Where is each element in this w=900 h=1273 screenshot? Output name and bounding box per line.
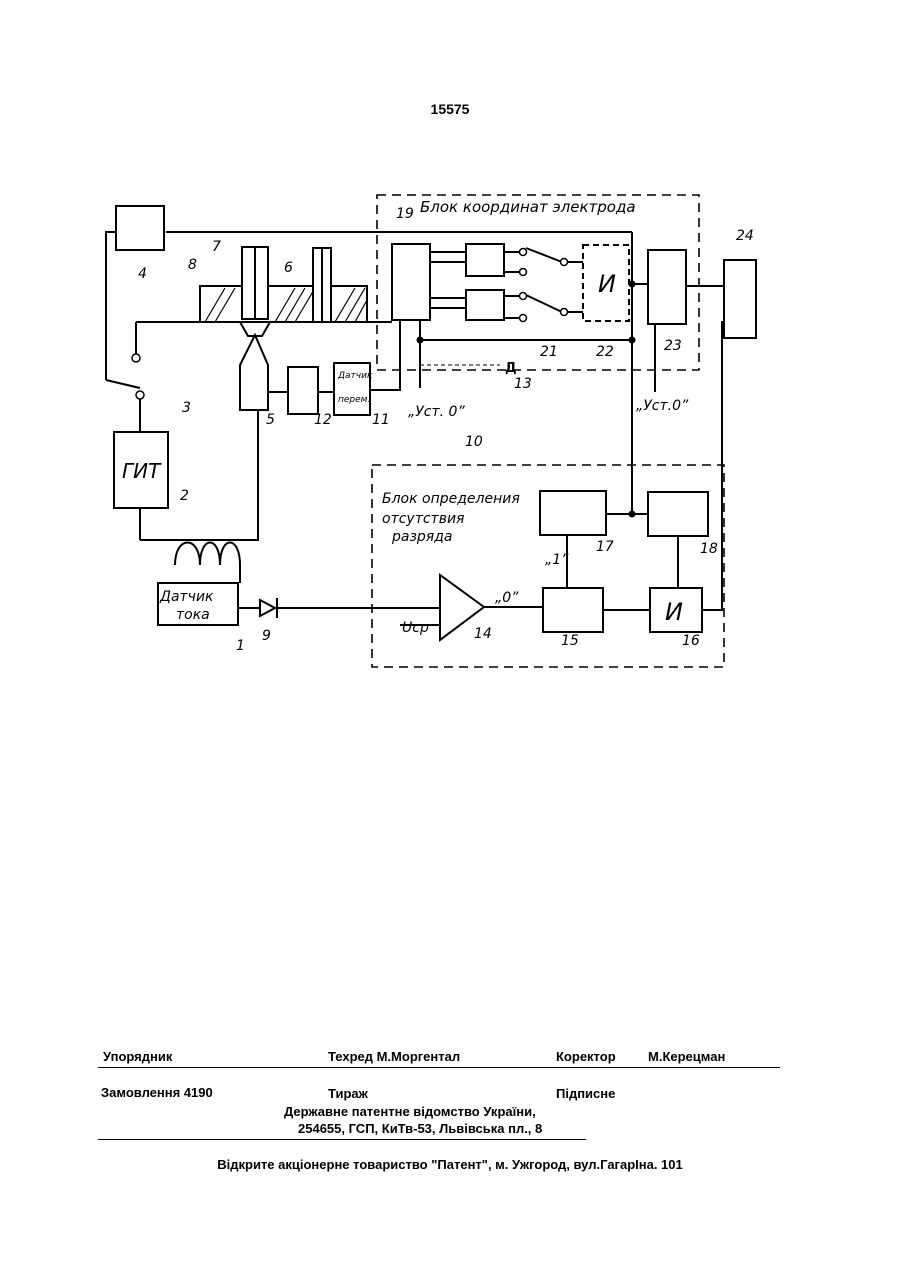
- svg-text:14: 14: [474, 626, 492, 642]
- coord-block-title: Блок координат электрода: [420, 198, 636, 216]
- reset-label-2: „Уст.0”: [636, 398, 689, 414]
- svg-text:6: 6: [284, 260, 293, 276]
- svg-text:21: 21: [540, 344, 558, 360]
- svg-text:24: 24: [736, 228, 754, 244]
- discharge-title-2: отсутствия: [382, 511, 464, 527]
- svg-text:18: 18: [700, 541, 718, 557]
- coord-block-frame: [377, 195, 699, 370]
- ucp-label: Uср: [402, 620, 429, 636]
- block-24: [724, 260, 756, 338]
- current-sensor-label-1: Датчик: [159, 589, 214, 605]
- subscription: Підписне: [556, 1086, 615, 1101]
- and-22-label: И: [598, 270, 616, 298]
- block-12: [288, 367, 318, 414]
- footer-rule-1: [98, 1067, 780, 1068]
- svg-text:13: 13: [514, 376, 532, 392]
- compiler: Упорядник: [103, 1049, 172, 1064]
- block-23: [648, 250, 686, 324]
- svg-text:11: 11: [372, 412, 390, 428]
- circulation: Тираж: [328, 1086, 368, 1101]
- block-17: [540, 491, 606, 535]
- svg-text:5: 5: [266, 412, 275, 428]
- zero-label: „0”: [495, 590, 519, 606]
- svg-text:9: 9: [262, 628, 271, 644]
- svg-text:1: 1: [236, 638, 245, 654]
- footer-rule-2: [98, 1139, 586, 1140]
- svg-text:3: 3: [182, 400, 191, 416]
- printer: Відкрите акціонерне товариство "Патент",…: [0, 1157, 900, 1172]
- techred: Техред М.Моргентал: [328, 1049, 460, 1064]
- block-4: [116, 206, 164, 250]
- order: Замовлення 4190: [101, 1085, 213, 1100]
- d-label: Д: [505, 361, 517, 376]
- svg-text:17: 17: [596, 539, 614, 555]
- svg-text:19: 19: [396, 206, 414, 222]
- svg-text:10: 10: [465, 434, 483, 450]
- block-18: [648, 492, 708, 536]
- circuit-diagram: Блок координат электрода Блок определени…: [0, 0, 900, 700]
- block-19: [392, 244, 430, 320]
- block-20b: [466, 290, 504, 320]
- and-16-label: И: [665, 598, 683, 626]
- patent-address: 254655, ГСП, КиТв-53, Львівська пл., 8: [298, 1121, 542, 1136]
- corrector-name: М.Керецман: [648, 1049, 725, 1064]
- svg-text:23: 23: [664, 338, 682, 354]
- svg-text:4: 4: [138, 266, 147, 282]
- discharge-title-1: Блок определения: [382, 491, 520, 507]
- move-sensor-label-2: перем.: [338, 395, 370, 405]
- gen-label: ГИТ: [122, 459, 162, 483]
- svg-text:8: 8: [188, 257, 197, 273]
- corrector-label: Коректор: [556, 1049, 616, 1064]
- svg-text:12: 12: [314, 412, 332, 428]
- one-label: „1”: [545, 552, 569, 568]
- discharge-title-3: разряда: [391, 529, 452, 545]
- svg-text:15: 15: [561, 633, 579, 649]
- block-15: [543, 588, 603, 632]
- block-20a: [466, 244, 504, 276]
- svg-text:7: 7: [212, 239, 221, 255]
- current-sensor-label-2: тока: [176, 607, 210, 623]
- svg-text:2: 2: [180, 488, 189, 504]
- move-sensor-label-1: Датчик: [337, 371, 373, 381]
- svg-text:16: 16: [682, 633, 700, 649]
- patent-office: Державне патентне відомство України,: [284, 1104, 536, 1119]
- head-5: [240, 335, 268, 410]
- reset-label-1: „Уст. 0”: [408, 404, 465, 420]
- svg-text:22: 22: [596, 344, 614, 360]
